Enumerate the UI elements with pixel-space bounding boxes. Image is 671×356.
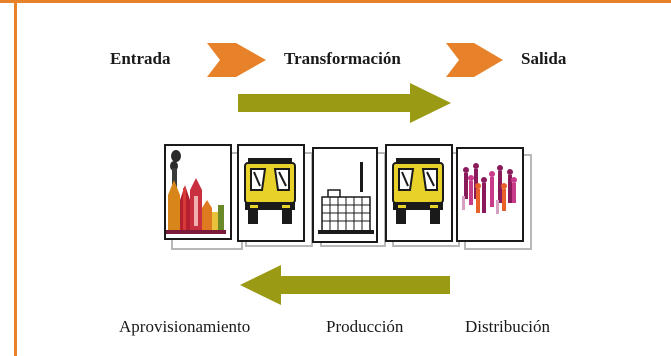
production-label: Producción — [326, 317, 404, 336]
chevron-arrow-2 — [446, 43, 503, 77]
forward-arrow — [238, 83, 451, 123]
crowd-icon — [462, 163, 517, 214]
distribution-label: Distribución — [465, 317, 550, 336]
process-label: Transformación — [284, 49, 401, 68]
chevron-arrow-1 — [207, 43, 266, 77]
left-border — [14, 0, 17, 356]
truck-card-1 — [237, 144, 313, 247]
city-skyline-icon — [166, 150, 226, 234]
crowd-card — [456, 147, 532, 250]
backward-arrow — [240, 265, 450, 305]
truck-card-2 — [385, 144, 460, 247]
top-border — [0, 0, 671, 3]
input-label: Entrada — [110, 49, 171, 68]
city-card — [164, 144, 243, 250]
output-label: Salida — [521, 49, 567, 68]
truck-icon — [392, 158, 444, 224]
truck-icon — [244, 158, 296, 224]
supply-label: Aprovisionamiento — [119, 317, 251, 336]
factory-icon — [318, 162, 374, 234]
factory-card — [312, 147, 386, 247]
